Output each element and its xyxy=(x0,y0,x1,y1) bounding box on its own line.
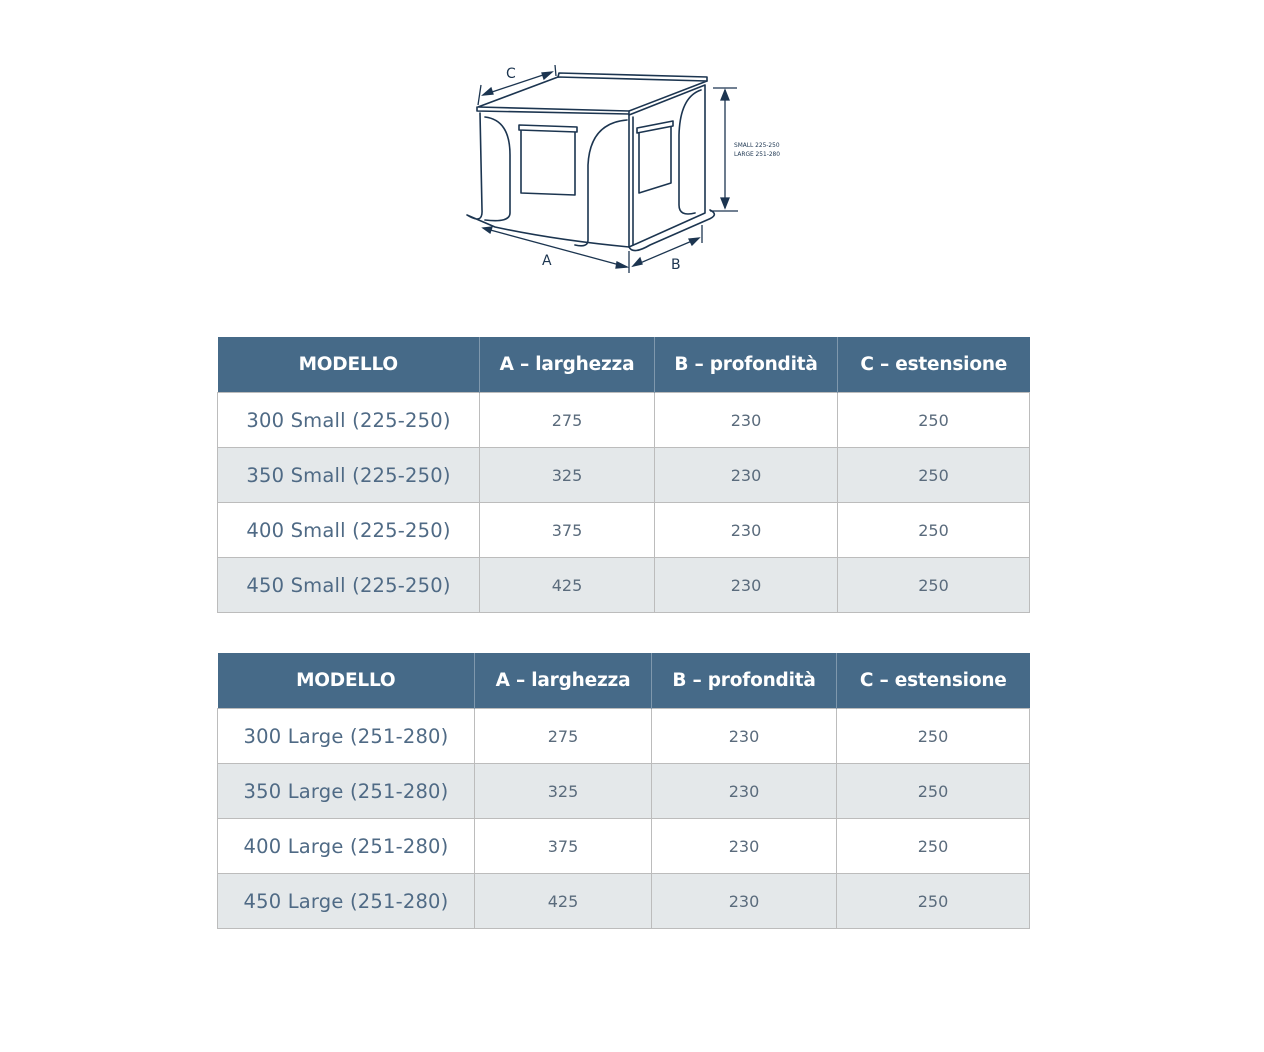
a-cell: 325 xyxy=(479,447,655,503)
header-a-larghezza: A – larghezza xyxy=(474,653,652,709)
header-c-estensione: C – estensione xyxy=(836,653,1030,709)
b-cell: 230 xyxy=(651,708,837,764)
model-cell: 400 Large (251-280) xyxy=(217,818,475,874)
c-cell: 250 xyxy=(837,447,1030,503)
header-c-estensione: C – estensione xyxy=(837,337,1030,393)
a-cell: 275 xyxy=(474,708,652,764)
table-row: 350 Small (225-250) 325 230 250 xyxy=(217,447,1030,503)
b-cell: 230 xyxy=(654,447,838,503)
c-cell: 250 xyxy=(837,392,1030,448)
model-cell: 300 Small (225-250) xyxy=(217,392,480,448)
model-cell: 300 Large (251-280) xyxy=(217,708,475,764)
table-row: 350 Large (251-280) 325 230 250 xyxy=(217,763,1030,819)
table-row: 400 Large (251-280) 375 230 250 xyxy=(217,818,1030,874)
large-models-table: MODELLO A – larghezza B – profondità C –… xyxy=(217,653,1030,929)
dimension-a-label: A xyxy=(542,253,552,269)
header-a-larghezza: A – larghezza xyxy=(479,337,655,393)
table-header-row: MODELLO A – larghezza B – profondità C –… xyxy=(217,653,1030,709)
model-cell: 400 Small (225-250) xyxy=(217,502,480,558)
a-cell: 375 xyxy=(479,502,655,558)
b-cell: 230 xyxy=(654,392,838,448)
height-large-label: LARGE 251-280 xyxy=(734,150,780,158)
model-cell: 350 Small (225-250) xyxy=(217,447,480,503)
model-cell: 450 Small (225-250) xyxy=(217,557,480,613)
a-cell: 325 xyxy=(474,763,652,819)
a-cell: 425 xyxy=(474,873,652,929)
c-cell: 250 xyxy=(836,873,1030,929)
c-cell: 250 xyxy=(837,557,1030,613)
header-b-profondita: B – profondità xyxy=(654,337,838,393)
b-cell: 230 xyxy=(654,502,838,558)
table-row: 400 Small (225-250) 375 230 250 xyxy=(217,502,1030,558)
table-row: 450 Small (225-250) 425 230 250 xyxy=(217,557,1030,613)
table-row: 300 Small (225-250) 275 230 250 xyxy=(217,392,1030,448)
model-cell: 350 Large (251-280) xyxy=(217,763,475,819)
c-cell: 250 xyxy=(836,708,1030,764)
table-row: 300 Large (251-280) 275 230 250 xyxy=(217,708,1030,764)
a-cell: 275 xyxy=(479,392,655,448)
c-cell: 250 xyxy=(836,763,1030,819)
tent-dimension-diagram: C A B SMALL 225-250 LARGE 251-280 xyxy=(455,55,795,280)
b-cell: 230 xyxy=(654,557,838,613)
header-modello: MODELLO xyxy=(217,653,475,709)
b-cell: 230 xyxy=(651,818,837,874)
small-models-table: MODELLO A – larghezza B – profondità C –… xyxy=(217,337,1030,613)
dimension-b-label: B xyxy=(671,257,681,273)
a-cell: 425 xyxy=(479,557,655,613)
c-cell: 250 xyxy=(836,818,1030,874)
height-small-label: SMALL 225-250 xyxy=(734,141,780,149)
table-header-row: MODELLO A – larghezza B – profondità C –… xyxy=(217,337,1030,393)
header-b-profondita: B – profondità xyxy=(651,653,837,709)
table-row: 450 Large (251-280) 425 230 250 xyxy=(217,873,1030,929)
c-cell: 250 xyxy=(837,502,1030,558)
b-cell: 230 xyxy=(651,763,837,819)
a-cell: 375 xyxy=(474,818,652,874)
header-modello: MODELLO xyxy=(217,337,480,393)
dimension-c-label: C xyxy=(506,66,516,82)
b-cell: 230 xyxy=(651,873,837,929)
model-cell: 450 Large (251-280) xyxy=(217,873,475,929)
